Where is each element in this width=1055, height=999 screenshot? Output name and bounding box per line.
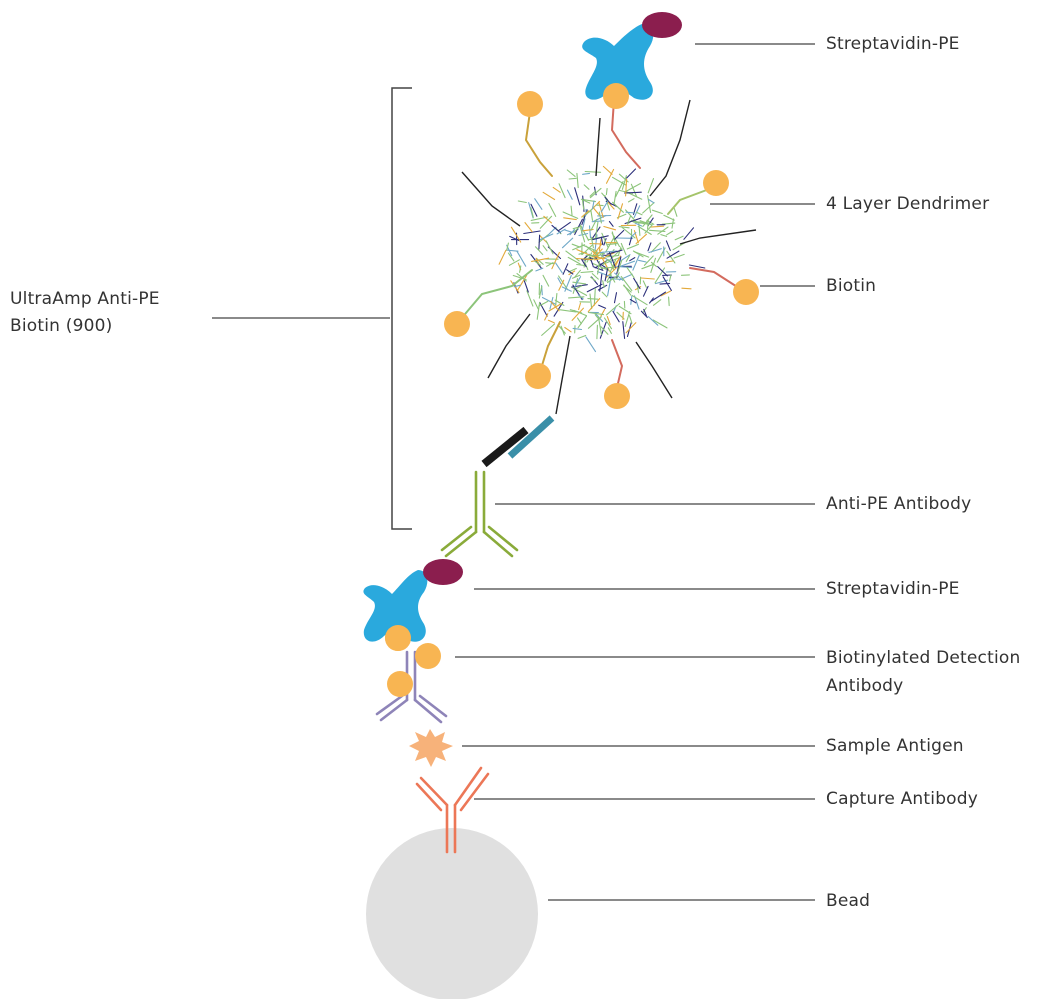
- biotin-dot: [444, 311, 470, 337]
- label-sample-antigen: Sample Antigen: [826, 736, 964, 756]
- label-streptavidin-pe-mid: Streptavidin-PE: [826, 579, 960, 599]
- biotin-dot: [603, 83, 629, 109]
- label-streptavidin-pe-top: Streptavidin-PE: [826, 34, 960, 54]
- label-dendrimer: 4 Layer Dendrimer: [826, 194, 990, 214]
- biotin-dot: [385, 625, 411, 651]
- label-biotinylated-line1: Biotinylated Detection: [826, 648, 1021, 668]
- biotin-dot: [387, 671, 413, 697]
- capture-antibody-shape: [415, 766, 490, 854]
- phycoerythrin-shape-mid: [423, 559, 463, 585]
- biotin-dot: [604, 383, 630, 409]
- fab-black: [481, 426, 529, 468]
- biotin-dot: [525, 363, 551, 389]
- dendrimer-tethers: [461, 99, 757, 415]
- sample-antigen-shape: [409, 729, 453, 767]
- label-capture-antibody: Capture Antibody: [826, 789, 979, 809]
- label-bead: Bead: [826, 891, 871, 911]
- biotin-dot: [415, 643, 441, 669]
- streptavidin-shape-top: [582, 24, 654, 100]
- label-biotinylated-line2: Antibody: [826, 676, 904, 696]
- label-anti-pe-antibody: Anti-PE Antibody: [826, 494, 972, 514]
- dendrimer-shape: [498, 165, 706, 353]
- biotin-linkers: [459, 99, 743, 393]
- anti-pe-antibody-shape: [440, 470, 519, 558]
- leader-lines: [212, 43, 815, 901]
- bead-shape: [366, 828, 538, 999]
- label-ultraamp-line2: Biotin (900): [10, 316, 113, 336]
- biotin-dot: [733, 279, 759, 305]
- biotin-dot: [517, 91, 543, 117]
- label-ultraamp-line1: UltraAmp Anti-PE: [10, 289, 160, 309]
- label-biotin: Biotin: [826, 276, 877, 296]
- streptavidin-shape-mid: [363, 570, 428, 642]
- fab-teal: [507, 415, 555, 459]
- phycoerythrin-shape-top: [642, 12, 682, 38]
- ultraamp-bracket: [391, 87, 412, 530]
- biotin-dot: [703, 170, 729, 196]
